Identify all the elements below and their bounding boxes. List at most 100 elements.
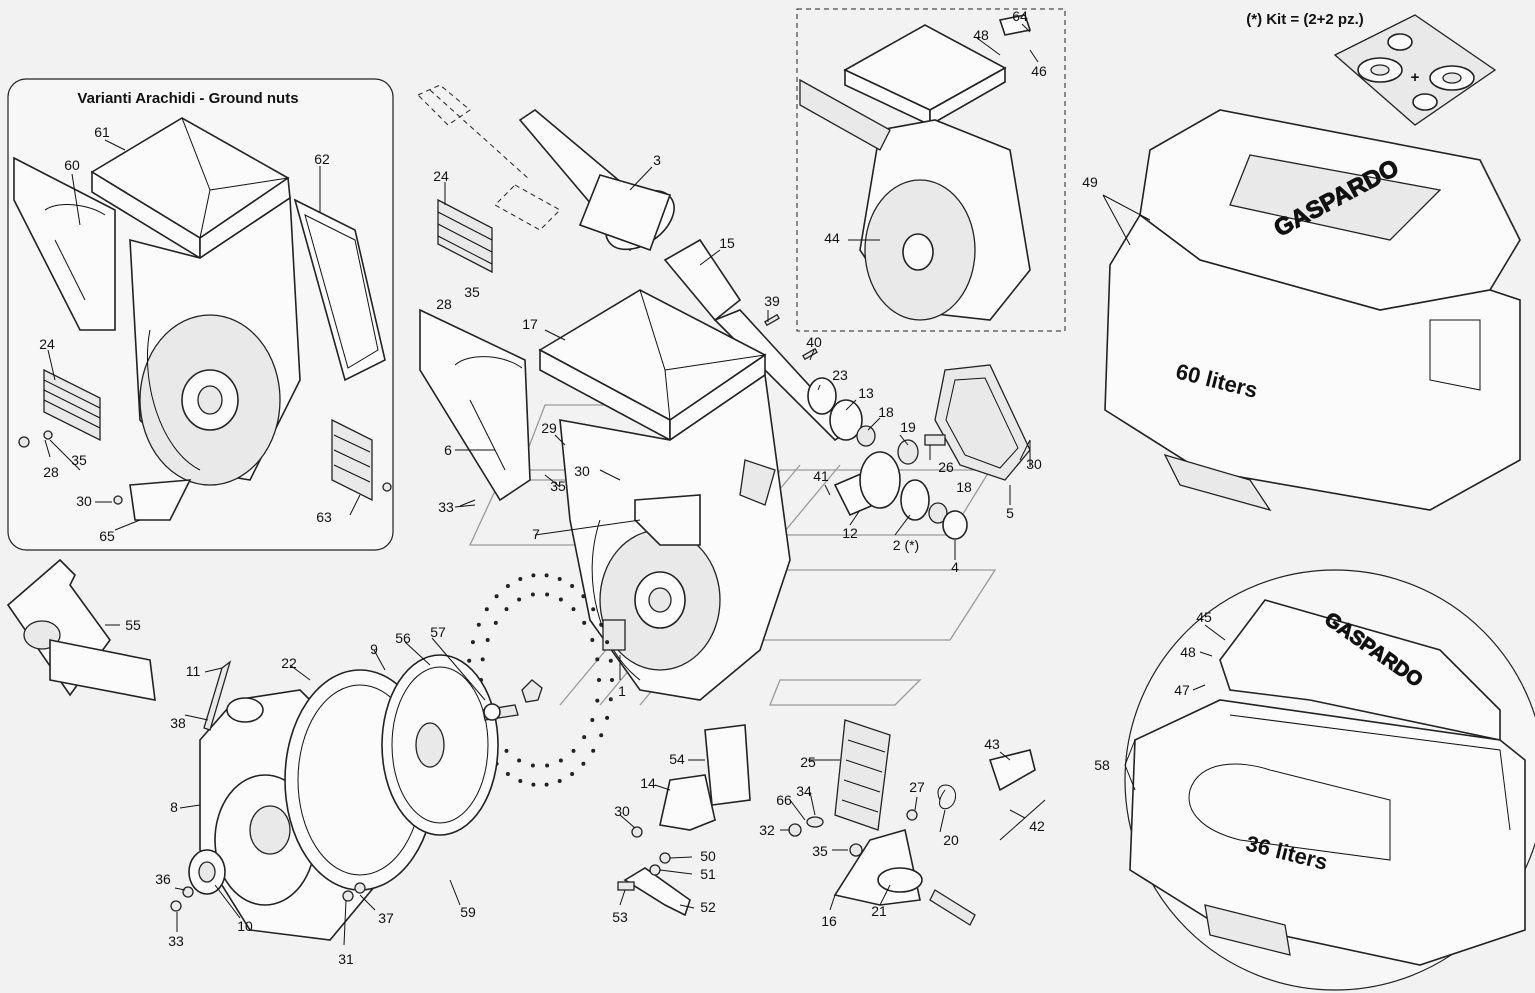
seed-disk-hole bbox=[480, 657, 485, 662]
seed-disk-hole bbox=[544, 573, 549, 578]
kit-gears-icon: + (*) Kit = (2+2 pz.) bbox=[1246, 11, 1497, 126]
seed-disk-hole bbox=[517, 758, 522, 763]
part-7-bracket bbox=[634, 494, 701, 546]
label-12: 12 bbox=[842, 525, 858, 541]
lower-right-parts bbox=[788, 719, 1046, 926]
label-47: 47 bbox=[1174, 682, 1190, 698]
label-29: 29 bbox=[541, 420, 557, 436]
svg-text:+: + bbox=[1411, 69, 1420, 86]
label-26: 26 bbox=[938, 459, 954, 475]
label-8: 8 bbox=[170, 799, 178, 815]
seed-disk-hole bbox=[605, 640, 610, 645]
label-42: 42 bbox=[1029, 818, 1045, 834]
seed-disk-hole bbox=[581, 761, 586, 766]
label-46: 46 bbox=[1031, 63, 1047, 79]
label-14: 14 bbox=[640, 775, 656, 791]
label-18a: 18 bbox=[878, 404, 894, 420]
part-25-grid bbox=[834, 719, 891, 831]
seed-disk-hole bbox=[476, 622, 481, 627]
part-6-plate bbox=[419, 308, 531, 502]
seed-disk-hole bbox=[518, 577, 523, 581]
label-48b: 48 bbox=[1180, 644, 1196, 660]
label-15: 15 bbox=[719, 235, 735, 251]
seed-disk-hole bbox=[608, 697, 613, 702]
seed-disk-hole bbox=[557, 779, 562, 783]
seed-disk-hole bbox=[530, 592, 535, 597]
label-7: 7 bbox=[532, 526, 540, 542]
label-35a: 35 bbox=[71, 452, 87, 468]
label-6: 6 bbox=[444, 442, 452, 458]
label-62: 62 bbox=[314, 151, 330, 167]
label-66: 66 bbox=[776, 792, 792, 808]
label-10: 10 bbox=[237, 918, 253, 934]
seed-disk-hole bbox=[557, 577, 562, 581]
seed-disk-hole bbox=[590, 638, 595, 642]
label-55: 55 bbox=[125, 617, 141, 633]
seed-disk-hole bbox=[582, 620, 587, 625]
label-40: 40 bbox=[806, 334, 822, 350]
part-5-gasket bbox=[934, 364, 1031, 481]
seed-disk-hole bbox=[470, 640, 475, 645]
label-41: 41 bbox=[813, 468, 829, 484]
seed-disk-hole bbox=[531, 782, 536, 787]
seed-disk-hole bbox=[591, 607, 596, 612]
label-24b: 24 bbox=[433, 168, 449, 184]
seed-disk-hole bbox=[595, 698, 600, 703]
seed-disk-hole bbox=[608, 658, 613, 663]
seed-disk bbox=[466, 573, 614, 787]
seed-disk-hole bbox=[590, 718, 595, 722]
label-44: 44 bbox=[824, 230, 840, 246]
label-13: 13 bbox=[858, 385, 874, 401]
label-24a: 24 bbox=[39, 336, 55, 352]
label-18b: 18 bbox=[956, 479, 972, 495]
label-50: 50 bbox=[700, 848, 716, 864]
seed-disk-hole bbox=[597, 678, 601, 682]
seed-disk-hole bbox=[530, 763, 535, 768]
label-56: 56 bbox=[395, 630, 411, 646]
label-9: 9 bbox=[370, 641, 378, 657]
part-15-joint bbox=[663, 238, 742, 322]
seed-disk-hole bbox=[505, 584, 510, 588]
seed-disk-hole bbox=[504, 607, 509, 612]
part-43-bracket bbox=[988, 749, 1036, 792]
label-54: 54 bbox=[669, 751, 685, 767]
ground-nuts-inset: Varianti Arachidi - Ground nuts bbox=[7, 78, 394, 551]
part-52-lever bbox=[623, 867, 691, 917]
label-3: 3 bbox=[653, 152, 661, 168]
label-5: 5 bbox=[1006, 505, 1014, 521]
seed-disk-hole bbox=[581, 594, 586, 599]
label-4: 4 bbox=[951, 559, 959, 575]
label-35d: 35 bbox=[812, 843, 828, 859]
label-51: 51 bbox=[700, 866, 716, 882]
label-31: 31 bbox=[338, 951, 354, 967]
tank-36-liters: GASPARDO 36 liters bbox=[1124, 569, 1535, 991]
label-63: 63 bbox=[316, 509, 332, 525]
label-23: 23 bbox=[832, 367, 848, 383]
label-36: 36 bbox=[155, 871, 171, 887]
label-25: 25 bbox=[800, 754, 816, 770]
gear-train bbox=[807, 364, 1031, 540]
label-21: 21 bbox=[871, 903, 887, 919]
seed-disk-hole bbox=[605, 715, 610, 720]
label-33a: 33 bbox=[438, 499, 454, 515]
label-27: 27 bbox=[909, 779, 925, 795]
label-52: 52 bbox=[700, 899, 716, 915]
label-35b: 35 bbox=[464, 284, 480, 300]
part-60-plate bbox=[13, 156, 116, 331]
part-65-plate bbox=[129, 479, 192, 521]
label-19: 19 bbox=[900, 419, 916, 435]
label-53: 53 bbox=[612, 909, 628, 925]
seed-disk-hole bbox=[467, 658, 472, 663]
part-16-bracket bbox=[833, 828, 921, 906]
seed-disk-hole bbox=[571, 748, 576, 753]
label-49: 49 bbox=[1082, 174, 1098, 190]
label-2: 2 (*) bbox=[893, 537, 919, 553]
label-30a: 30 bbox=[76, 493, 92, 509]
label-45: 45 bbox=[1196, 609, 1212, 625]
label-57: 57 bbox=[430, 624, 446, 640]
part-63-shutter bbox=[331, 418, 373, 502]
part-24-grid bbox=[437, 198, 493, 274]
seed-disk-hole bbox=[595, 657, 600, 662]
part-54-plate bbox=[704, 724, 751, 806]
label-58: 58 bbox=[1094, 757, 1110, 773]
